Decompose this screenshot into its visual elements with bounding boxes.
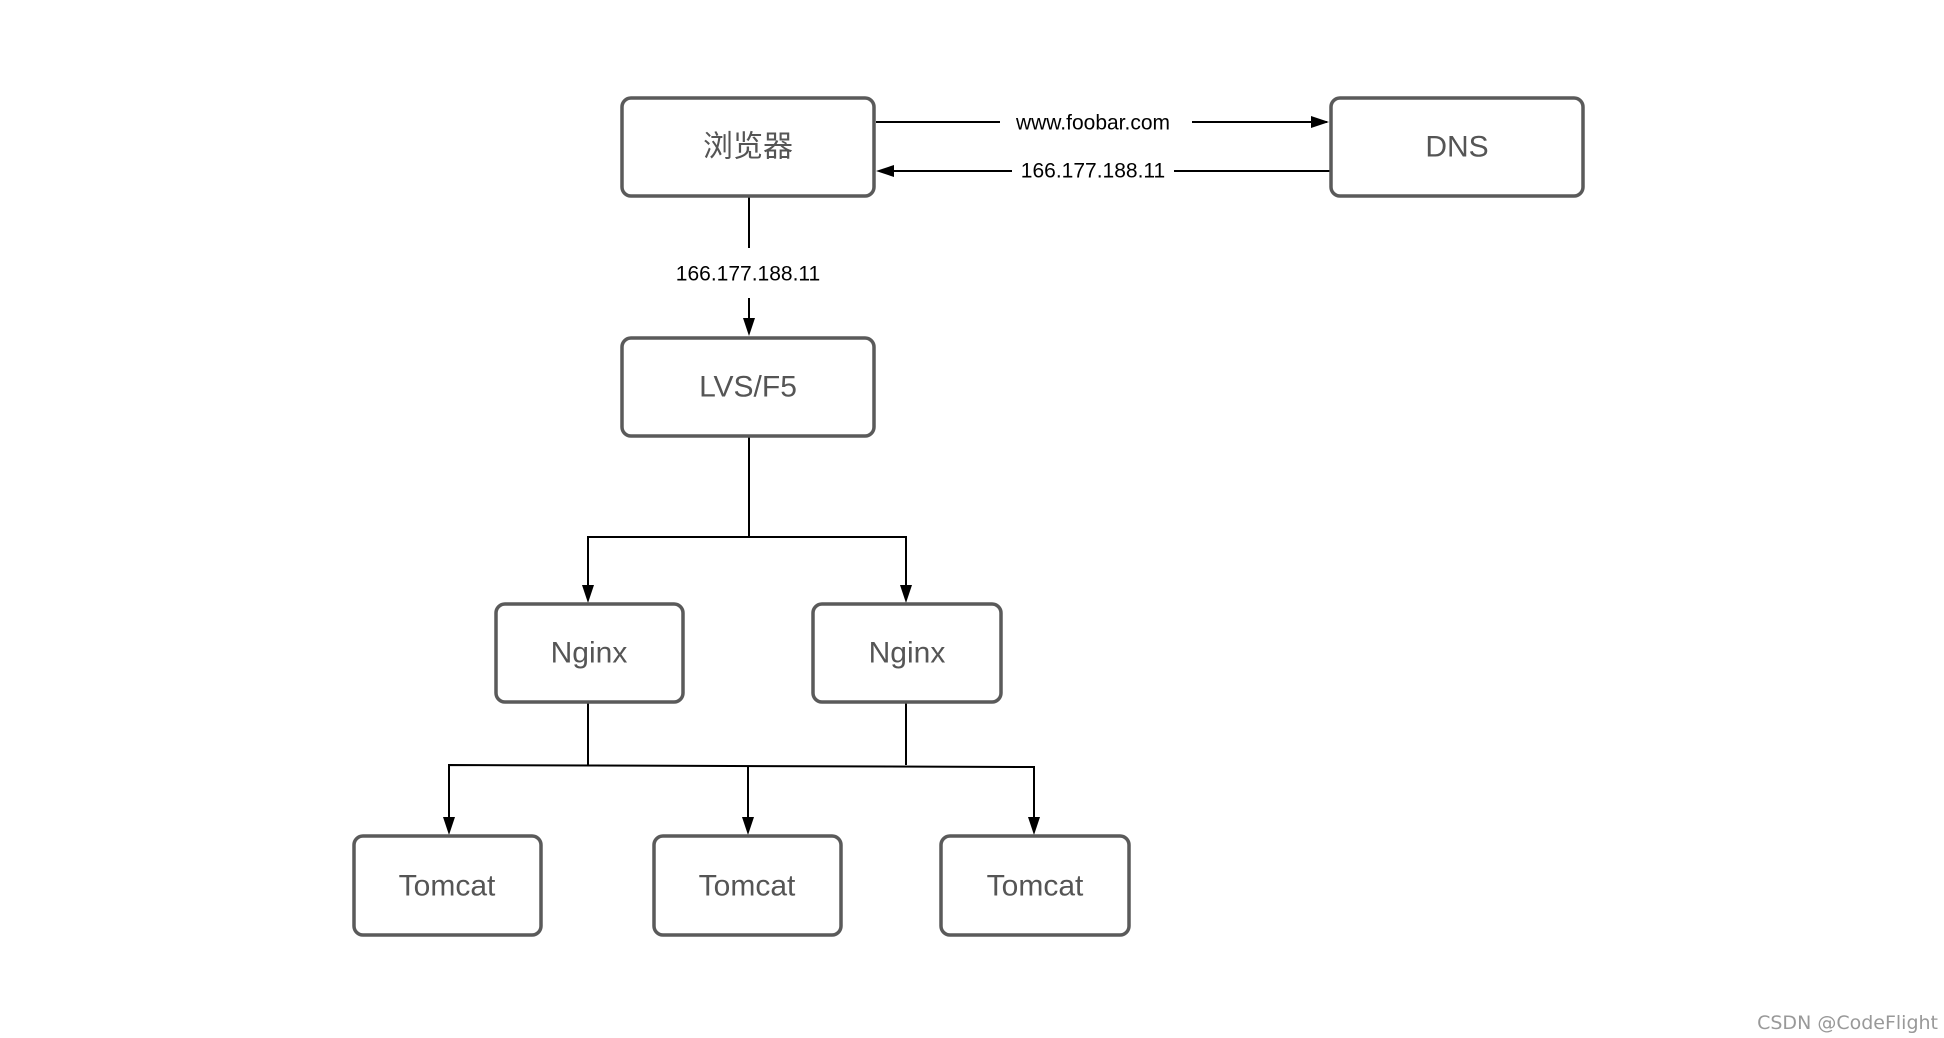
node-browser: 浏览器 xyxy=(620,96,876,198)
node-label: 浏览器 xyxy=(703,131,793,164)
node-label: Nginx xyxy=(551,637,628,670)
edge-label-ip-response: 166.177.188.11 xyxy=(1021,160,1165,183)
node-label: DNS xyxy=(1425,131,1488,164)
node-label: Tomcat xyxy=(399,870,496,903)
edge-lvs-to-nginx xyxy=(582,436,912,603)
node-tomcat-1: Tomcat xyxy=(352,834,543,937)
node-label: Nginx xyxy=(869,637,946,670)
edge-browser-to-dns: www.foobar.com xyxy=(876,112,1329,135)
node-tomcat-3: Tomcat xyxy=(939,834,1131,937)
node-lvs: LVS/F5 xyxy=(620,336,876,438)
node-tomcat-2: Tomcat xyxy=(652,834,843,937)
edge-label-ip-request: 166.177.188.11 xyxy=(676,263,820,286)
node-dns: DNS xyxy=(1329,96,1585,198)
node-label: Tomcat xyxy=(987,870,1084,903)
watermark: CSDN @CodeFlight xyxy=(1757,1012,1938,1034)
edge-nginx-to-tomcat xyxy=(443,702,1040,835)
node-label: Tomcat xyxy=(699,870,796,903)
node-nginx-2: Nginx xyxy=(811,602,1003,704)
node-label: LVS/F5 xyxy=(699,371,797,404)
node-nginx-1: Nginx xyxy=(494,602,685,704)
edge-browser-to-lvs: 166.177.188.11 xyxy=(676,196,820,336)
edge-label-domain: www.foobar.com xyxy=(1015,112,1170,135)
edge-dns-to-browser: 166.177.188.11 xyxy=(876,160,1331,183)
